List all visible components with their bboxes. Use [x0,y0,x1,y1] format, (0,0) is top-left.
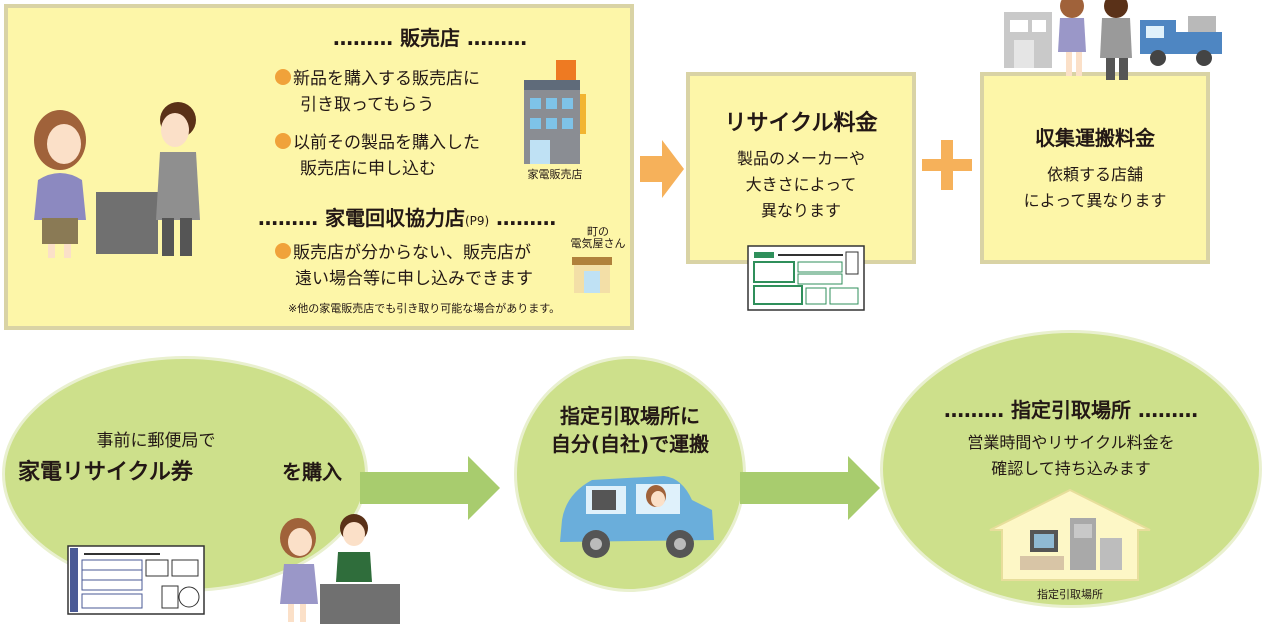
retailer-item-2-line-2: 販売店に申し込む [300,159,436,179]
green-arrow-right [360,456,500,520]
recycle-fee-box [686,72,916,264]
recycling-ticket-label: 家電リサイクル券 [18,460,193,485]
transport-fee-box [980,72,1210,264]
recycle-fee-title: リサイクル料金 [724,111,878,136]
post-office-clerk-illustration [280,514,400,624]
recycling-ticket-form-icon [67,545,205,615]
self-transport-line-2: 自分(自社)で運搬 [550,432,710,456]
recycle-fee-description: 製品のメーカーや 大きさによって 異なります [686,146,916,224]
transport-fee-line-1: 依頼する店舗 [1046,165,1143,184]
transport-fee-title: 収集運搬料金 [1035,126,1155,150]
recycling-ticket-icon [747,245,865,311]
retailer-item-2-line-1: 以前その製品を購入した [293,133,480,153]
transport-fee-description: 依頼する店舗 によって異なります [980,162,1210,214]
retailer-item-1-line-1: 新品を購入する販売店に [293,69,480,89]
town-shop-caption: 町の 電気屋さん [568,226,628,250]
bullet-icon [275,69,291,85]
retailer-item-2: 以前その製品を購入した 販売店に申し込む [275,130,515,182]
retailer-item-3: 販売店が分からない、販売店が 遠い場合等に申し込みできます [275,240,575,292]
designated-site-description: 営業時間やリサイクル料金を 確認して持ち込みます [880,430,1262,482]
bullet-icon [275,243,291,259]
designated-site-heading: ……… 指定引取場所 ……… [944,398,1198,422]
customer-and-clerk-illustration [34,102,200,258]
coop-heading-dots: ……… [496,206,557,230]
retailer-item-1: 新品を購入する販売店に 引き取ってもらう [275,66,515,118]
self-transport-text: 指定引取場所に 自分(自社)で運搬 [514,402,746,458]
bullet-icon [275,133,291,149]
plus-icon [922,140,972,190]
designated-site-house-icon [989,488,1151,581]
self-transport-line-1: 指定引取場所に [560,404,700,428]
retailer-item-3-line-1: 販売店が分からない、販売店が [293,243,531,263]
retailer-heading: ……… 販売店 ……… [333,26,527,50]
retailer-item-1-line-2: 引き取ってもらう [300,95,435,115]
recycle-fee-line-3: 異なります [760,201,841,220]
green-arrow-right [740,456,880,520]
transport-fee-line-2: によって異なります [1023,191,1167,210]
purchase-label: を購入 [282,460,342,484]
orange-arrow-right [640,140,684,198]
recycle-fee-line-1: 製品のメーカーや [736,149,865,168]
designated-site-caption: 指定引取場所 [1037,588,1103,601]
coop-heading: ……… 家電回収協力店(P9) ……… [258,202,556,231]
store-caption: 家電販売店 [527,168,583,181]
coop-page-ref: (P9) [464,214,490,228]
delivery-illustration [1004,0,1222,80]
recycle-fee-line-2: 大きさによって [745,175,857,194]
coop-heading-text: ……… 家電回収協力店 [258,206,465,230]
designated-site-line-1: 営業時間やリサイクル料金を [967,433,1175,452]
town-shop-caption-line-1: 町の [587,225,609,238]
designated-site-line-2: 確認して持ち込みます [991,459,1151,478]
retailer-item-3-line-2: 遠い場合等に申し込みできます [295,269,533,289]
self-transport-ellipse [514,356,746,592]
car-illustration [560,476,714,558]
retailer-note: ※他の家電販売店でも引き取り可能な場合があります。 [288,302,561,315]
town-shop-caption-line-2: 電気屋さん [570,237,626,250]
appliance-store-icon [524,60,586,164]
post-office-line-1: 事前に郵便局で [96,431,216,451]
town-shop-icon [572,257,612,293]
retailer-panel [4,4,634,330]
